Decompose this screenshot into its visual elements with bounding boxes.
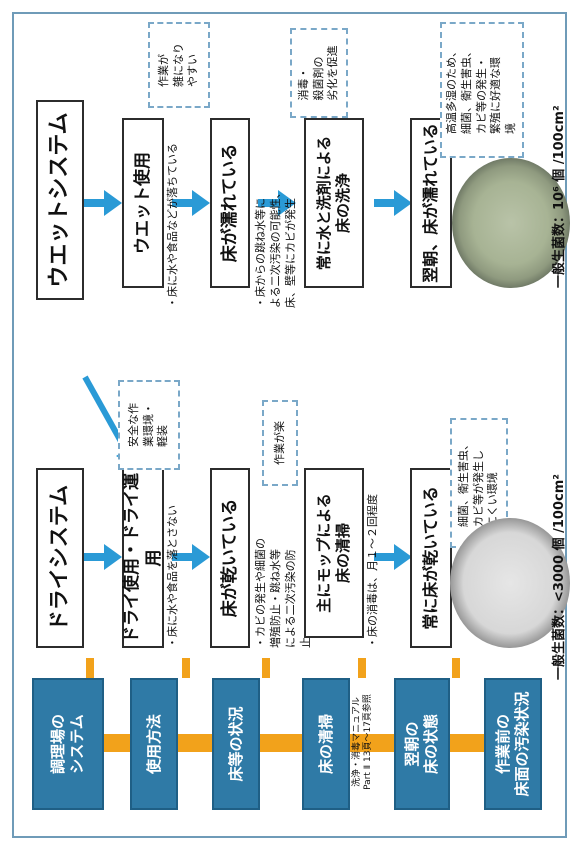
dry-floor-box: 床が乾いている: [210, 468, 250, 648]
row-connector: [86, 658, 94, 678]
row-connector: [182, 658, 190, 678]
wet-morning-bubble: 高温多湿のため、 細菌、衛生害虫、 カビ等の発生・ 繁殖に好適な環 境: [440, 22, 524, 158]
wet-bacteria-count: 一般生菌数：10⁶ 個 /100cm²: [552, 105, 567, 288]
manual-reference-note: 洗浄・消毒マニュアル Part Ⅱ 13頁～17頁参照: [352, 694, 373, 790]
category-next-morning: 翌朝の 床の状態: [394, 678, 450, 810]
arrow-down: [84, 544, 122, 570]
wet-usage-note: ・床に水や食品などが落ちている: [166, 143, 179, 308]
wet-usage-bubble: 作業が 雑になり やすい: [148, 22, 210, 108]
wet-floor-note: ・床からの跳ね水等に よる二次汚染の可能性、 床、壁等にカビが発生: [254, 187, 297, 308]
dry-clean-bubble: 作業が楽: [262, 400, 298, 486]
wet-floor-box: 床が濡れている: [210, 118, 250, 288]
dry-bacteria-count: 一般生菌数：<3000 個 /100cm²: [552, 474, 567, 680]
dry-clean-box: 主にモップによる 床の清掃: [304, 468, 364, 638]
row-connector: [262, 658, 270, 678]
wet-system-box: ウエットシステム: [36, 100, 84, 300]
category-spine: [50, 734, 530, 752]
arrow-down: [172, 544, 210, 570]
arrow-down: [258, 190, 296, 216]
dry-clean-note: ・床の消毒は、月１～２回程度: [366, 494, 379, 648]
category-floor-cleaning: 床の清掃: [302, 678, 350, 810]
wet-usage-box: ウエット使用: [122, 118, 164, 288]
category-system: 調理場の システム: [32, 678, 104, 810]
wet-clean-box: 常に水と洗剤による 床の洗浄: [304, 118, 364, 288]
arrow-down: [84, 190, 122, 216]
arrow-down: [374, 544, 412, 570]
dry-usage-note: ・床に水や食品を落とさない: [166, 505, 179, 648]
dry-usage-bubble: 安全な作 業環境・ 軽装: [118, 380, 180, 470]
category-floor-state: 床等の状況: [212, 678, 260, 810]
dry-usage-box: ドライ使用・ドライ運用: [122, 468, 164, 648]
category-usage: 使用方法: [130, 678, 178, 810]
wet-clean-bubble: 消毒・ 殺菌剤の 劣化を促進: [290, 28, 348, 118]
arrow-down: [374, 190, 412, 216]
category-contamination: 作業前の 床面の汚染状況: [484, 678, 542, 810]
dry-system-box: ドライシステム: [36, 468, 84, 648]
dry-morning-box: 常に床が乾いている: [410, 468, 452, 648]
row-connector: [452, 658, 460, 678]
arrow-down: [172, 190, 210, 216]
